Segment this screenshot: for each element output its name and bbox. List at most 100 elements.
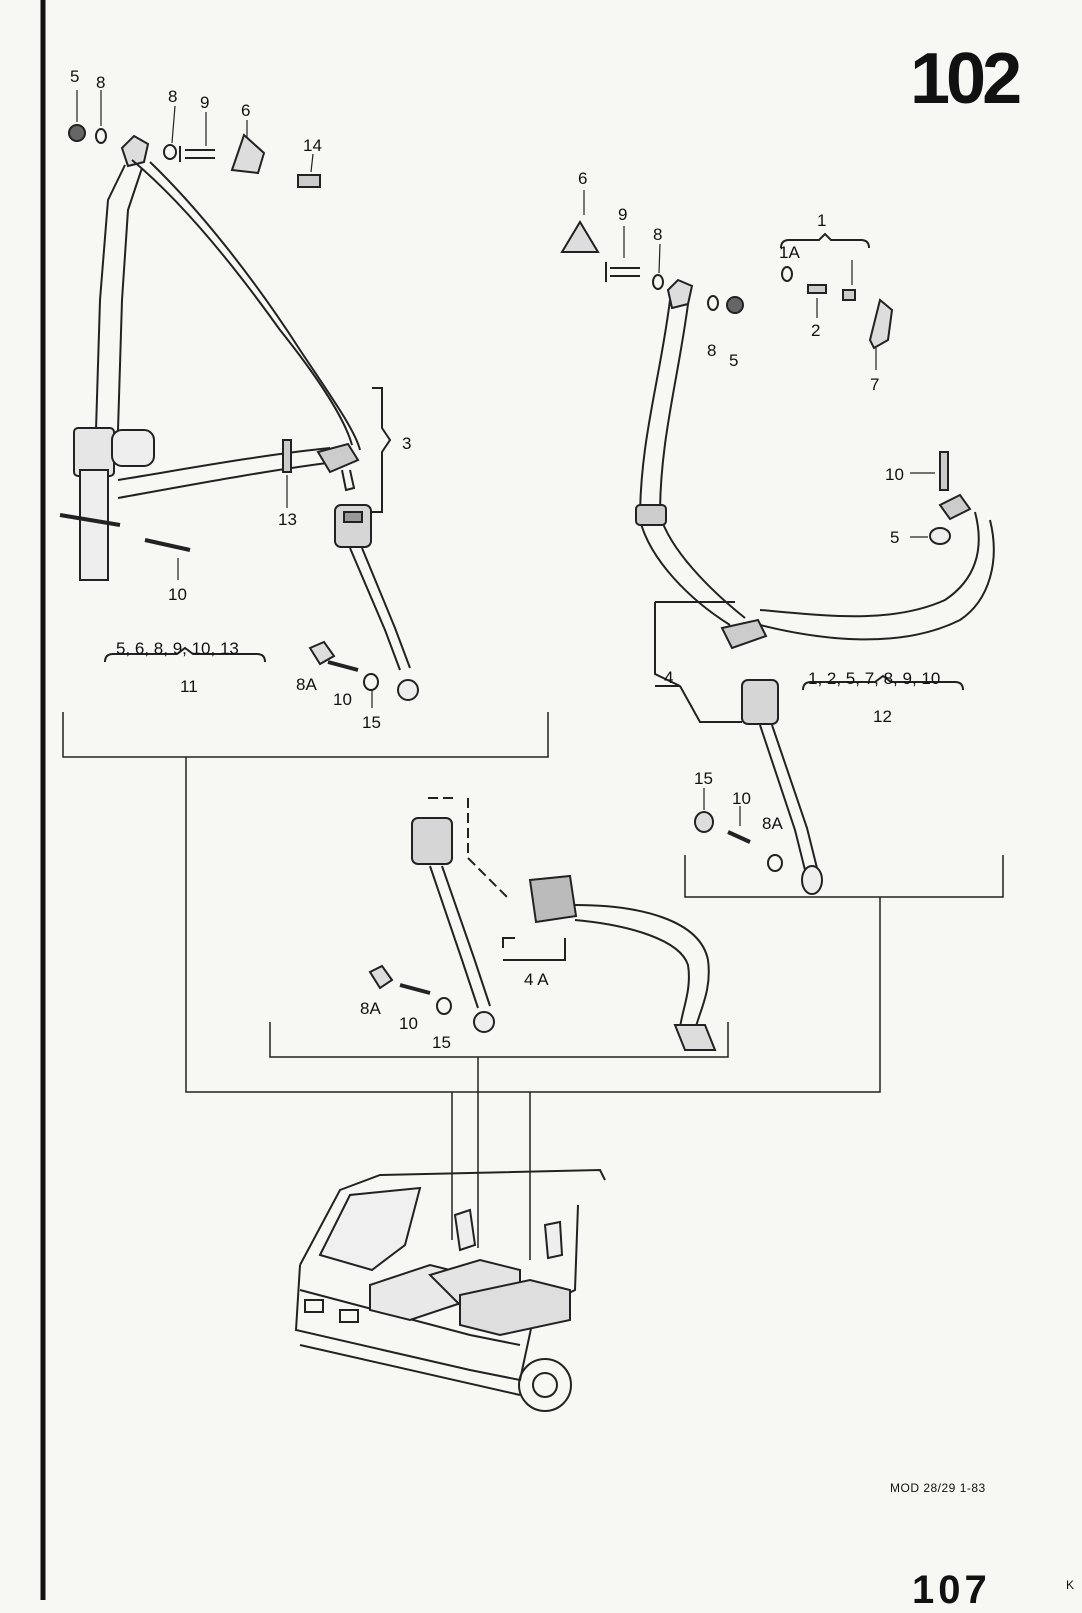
callout-5: 5	[70, 67, 79, 86]
cap-part-15-right	[694, 811, 714, 833]
bolt-part-10	[144, 538, 191, 552]
belt-guide-loop	[635, 504, 667, 526]
lap-belt-lower	[117, 461, 336, 499]
cover-part-6-right	[560, 220, 600, 253]
right-belt-outer	[638, 299, 731, 626]
callout-2: 2	[811, 321, 820, 340]
washer-part-8	[95, 128, 107, 144]
buckle-stalk-cable-b	[361, 547, 411, 669]
bolt-part-10b	[327, 660, 359, 672]
callout-4: 4	[664, 668, 673, 687]
callout-15: 15	[694, 769, 713, 788]
center-lap-inner	[574, 919, 690, 1029]
nut-part-5	[68, 124, 86, 142]
callout-15: 15	[432, 1033, 451, 1052]
van-bumper	[299, 1344, 521, 1396]
callout-10: 10	[168, 585, 187, 604]
cap-part-8A	[308, 640, 336, 666]
bolt-part-10-right-b	[727, 830, 751, 844]
nut-part-5-right-b	[929, 527, 951, 545]
van-seat-passenger	[459, 1278, 571, 1337]
van-front-wheel	[518, 1358, 572, 1412]
stalk-center-a	[429, 865, 479, 1009]
brace-group-4A	[502, 937, 566, 961]
callout-1: 1	[817, 211, 826, 230]
callout-5: 5	[890, 528, 899, 547]
page-number: 102	[910, 39, 1022, 119]
group-brackets	[62, 712, 1004, 1260]
stalk-center-b	[441, 865, 491, 1007]
group-11-contents: 5, 6, 8, 9, 10, 13	[116, 639, 239, 658]
bolt-part-9	[179, 146, 215, 162]
callout-8: 8	[168, 87, 177, 106]
van-headlight-left	[304, 1299, 324, 1313]
callout-3: 3	[402, 434, 411, 453]
callout-15: 15	[362, 713, 381, 732]
center-lap-outer	[574, 904, 710, 1031]
callout-4A: 4 A	[524, 970, 549, 989]
screw-part-2	[807, 284, 827, 294]
van-front-panel-line	[299, 1289, 521, 1346]
stalk-anchor-gear	[397, 679, 419, 701]
callout-8A: 8A	[296, 675, 317, 694]
washer-part-8b	[163, 144, 177, 160]
group-12-label: 12	[873, 707, 892, 726]
callout-labels: 5 8 8 9 6 14 3 13 10 5, 6, 8, 9, 10, 13 …	[70, 67, 940, 1052]
buckle-tongue-right	[720, 618, 768, 650]
brace-group-1	[780, 232, 870, 249]
callout-8A: 8A	[762, 814, 783, 833]
cover-part-6	[230, 133, 266, 175]
center-belt-assembly	[368, 797, 717, 1051]
lap-anchor-center	[673, 1024, 717, 1051]
guide-part-13	[282, 439, 292, 473]
cap-part-8A-center	[368, 964, 394, 990]
group-11-label: 11	[180, 677, 198, 696]
stalk-anchor-right	[801, 865, 823, 895]
callout-6: 6	[578, 169, 587, 188]
left-belt-assembly	[59, 124, 419, 701]
group-12-contents: 1, 2, 5, 7, 8, 9, 10	[808, 669, 940, 688]
bracket-center-group	[269, 1022, 729, 1058]
brace-group-4	[654, 601, 742, 723]
upper-anchor-right	[666, 278, 694, 310]
stalk-right-b	[771, 724, 818, 869]
bolt-left-mount	[59, 513, 121, 527]
edge-mark: K	[1066, 1578, 1075, 1592]
lap-anchor-right	[938, 493, 972, 521]
buckle-stalk-cable-a	[349, 547, 401, 671]
buckle-tongue	[316, 442, 360, 474]
bracket-part-7	[868, 298, 894, 350]
bracket-right-group	[684, 855, 1004, 898]
screw-part-14	[297, 174, 321, 188]
lap-belt-right-outer	[759, 519, 995, 641]
callout-1A: 1A	[779, 243, 800, 262]
leader-lines-right	[583, 190, 935, 826]
belt-diagonal-inner	[149, 161, 361, 451]
callout-5: 5	[729, 351, 738, 370]
washer-part-8-right	[652, 274, 664, 290]
connector-frame	[185, 757, 881, 1093]
van-headrest-left	[453, 1208, 477, 1252]
washer-part-1A	[781, 266, 793, 282]
tongue-latch	[341, 469, 356, 492]
callout-14: 14	[303, 136, 322, 155]
washer-part-15-center	[436, 997, 452, 1015]
belt-retractor	[73, 427, 115, 477]
washer-part-8-right-b	[707, 295, 719, 311]
callout-8A: 8A	[360, 999, 381, 1018]
belt-webbing-outer	[95, 164, 126, 431]
callout-8: 8	[96, 73, 105, 92]
buckle-tongue-center	[528, 874, 578, 924]
belt-diagonal-outer	[131, 159, 353, 446]
van-illustration	[294, 1168, 606, 1412]
brace-group-12	[802, 674, 964, 691]
brace-group-3	[372, 387, 392, 513]
callout-10: 10	[732, 789, 751, 808]
callout-10: 10	[399, 1014, 418, 1033]
next-page-number-bleed: 107	[912, 1568, 1022, 1612]
callout-9: 9	[618, 205, 627, 224]
van-wheel-hub	[532, 1372, 558, 1398]
bolt-part-9-right	[605, 262, 640, 282]
mounting-bracket	[79, 469, 109, 581]
